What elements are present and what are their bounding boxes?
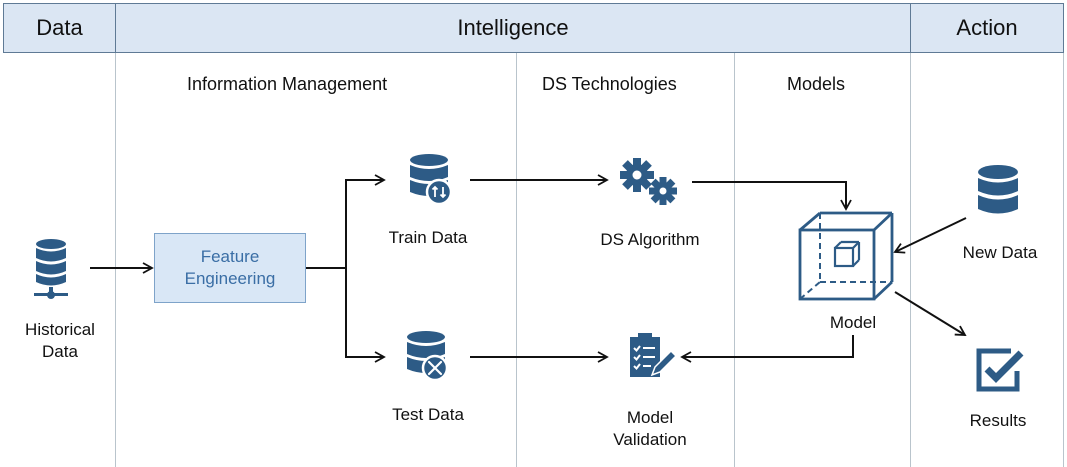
arrow-model-to-validation xyxy=(680,335,854,363)
header-data-label: Data xyxy=(36,15,83,40)
database-tools-icon xyxy=(407,331,449,382)
header-action-label: Action xyxy=(956,15,1018,40)
historical-data-line-2: Data xyxy=(42,342,78,361)
header-action: Action xyxy=(910,3,1064,53)
arrow-to-test-data xyxy=(345,268,386,363)
model-validation-line-1: Model xyxy=(626,408,674,427)
subheader-models: Models xyxy=(787,74,846,94)
train-data-label: Train Data xyxy=(388,228,468,247)
test-data-label: Test Data xyxy=(392,405,464,424)
checkbox-icon xyxy=(976,348,1024,392)
ds-algorithm-label: DS Algorithm xyxy=(600,230,700,249)
column-divider xyxy=(734,53,735,467)
column-divider xyxy=(516,53,517,467)
arrow-model-to-results xyxy=(894,291,967,336)
subheader-information-management: Information Management xyxy=(187,74,388,94)
new-data-label: New Data xyxy=(962,243,1038,262)
feature-engineering-line-2: Engineering xyxy=(184,269,276,288)
database-sync-icon xyxy=(410,154,453,206)
arrow-new-data-to-model xyxy=(893,217,967,254)
model-label: Model xyxy=(829,313,877,332)
checklist-edit-icon xyxy=(630,333,678,377)
results-label: Results xyxy=(969,411,1027,430)
header-intelligence-label: Intelligence xyxy=(457,15,569,40)
arrow-algorithm-to-model xyxy=(692,181,852,211)
historical-data-label: Historical Data xyxy=(12,319,108,363)
column-divider xyxy=(910,53,911,467)
arrow-to-train-data xyxy=(345,174,386,268)
header-data: Data xyxy=(3,3,116,53)
feature-engineering-line-1: Feature xyxy=(200,247,260,266)
column-divider xyxy=(1063,53,1064,467)
cube-icon xyxy=(798,211,894,301)
subheader-ds-technologies: DS Technologies xyxy=(542,74,677,94)
header-intelligence: Intelligence xyxy=(115,3,911,53)
column-divider xyxy=(115,53,116,467)
model-validation-label: Model Validation xyxy=(590,407,710,451)
gears-icon xyxy=(620,158,677,205)
database-network-icon xyxy=(34,239,68,299)
database-icon xyxy=(978,165,1018,214)
historical-data-line-1: Historical xyxy=(25,320,95,339)
model-validation-line-2: Validation xyxy=(613,430,687,449)
feature-engineering-box: Feature Engineering xyxy=(154,233,306,303)
